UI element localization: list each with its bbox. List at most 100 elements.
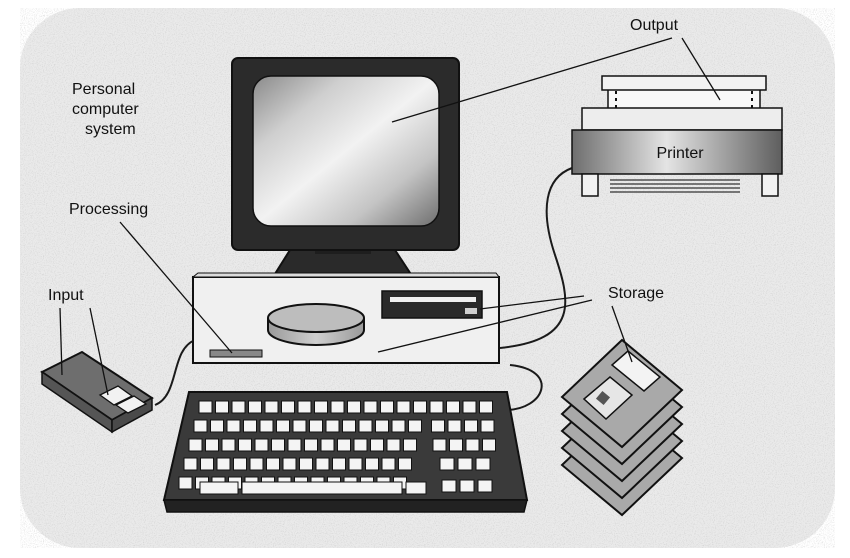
- keyboard-key: [216, 457, 231, 471]
- keyboard-key: [325, 419, 340, 433]
- keyboard-key: [198, 400, 213, 414]
- keyboard-key: [363, 400, 378, 414]
- system-unit: [191, 272, 500, 364]
- keyboard-key: [480, 419, 495, 433]
- printer-foot-right: [761, 173, 779, 197]
- keyboard-key: [449, 438, 463, 452]
- keyboard-key: [459, 479, 475, 493]
- keyboard-key: [330, 400, 345, 414]
- keyboard-key: [337, 438, 351, 452]
- keyboard-key: [271, 438, 285, 452]
- keyboard-key: [200, 457, 214, 471]
- storage-leader-disk: [377, 299, 593, 353]
- keyboard-key: [441, 479, 457, 493]
- keyboard-key: [482, 438, 496, 452]
- keyboard-key: [226, 419, 241, 433]
- keyboard-key: [439, 457, 455, 471]
- hard-disk-platters-icon: [267, 303, 365, 346]
- keyboard-key: [233, 457, 247, 471]
- cables: [154, 167, 573, 411]
- keyboard-key: [386, 438, 401, 452]
- keyboard-key: [464, 419, 478, 433]
- printer-top: [581, 107, 783, 131]
- keyboard-key: [249, 457, 264, 471]
- keyboard-key: [432, 438, 447, 452]
- keyboard-key: [210, 419, 224, 433]
- floppy-hub: [595, 390, 611, 406]
- keyboard-key: [429, 400, 444, 414]
- keyboard-key: [475, 457, 491, 471]
- keyboard-key: [413, 400, 427, 414]
- keyboard-key: [381, 457, 396, 471]
- keyboard-key: [320, 438, 335, 452]
- keyboard-key: [309, 419, 323, 433]
- keyboard-key: [238, 438, 252, 452]
- keyboard-key: [243, 419, 257, 433]
- keyboard-key: [365, 457, 379, 471]
- output-label: Output: [630, 17, 679, 34]
- keyboard-key: [348, 457, 363, 471]
- keyboard-key: [282, 457, 297, 471]
- keyboard-key: [431, 419, 445, 433]
- mouse-button-left: [98, 385, 134, 406]
- floppy-drive: [381, 290, 483, 319]
- input-leader-a: [59, 307, 63, 376]
- mouse: [40, 350, 154, 434]
- printer-foot-left: [581, 173, 599, 197]
- output-leader-monitor: [391, 37, 673, 123]
- keyboard-key: [396, 400, 411, 414]
- monitor: [231, 57, 460, 286]
- mouse-cable: [154, 339, 196, 406]
- monitor-screen: [252, 75, 440, 227]
- keyboard-key: [183, 457, 198, 471]
- printer: [571, 75, 783, 197]
- keyboard-key: [353, 438, 368, 452]
- keyboard-key: [266, 457, 280, 471]
- storage-leader-floppy: [611, 305, 633, 363]
- keyboard-key: [241, 481, 403, 495]
- processing-label: Processing: [69, 201, 148, 218]
- storage-leader-drive: [479, 295, 585, 310]
- keyboard-key: [215, 400, 229, 414]
- printer-cable: [499, 167, 573, 349]
- output-leader-printer: [681, 37, 721, 101]
- keyboard-key: [248, 400, 262, 414]
- keyboard-key: [178, 476, 193, 490]
- keyboard-key: [188, 438, 203, 452]
- floppy-shutter: [610, 350, 662, 392]
- mouse-button-right: [114, 395, 148, 414]
- keyboard-key: [221, 438, 236, 452]
- printer-icon: [571, 129, 783, 175]
- system-label-line3: system: [85, 121, 136, 138]
- system-label-line2: computer: [72, 101, 139, 118]
- printer-label: Printer: [656, 145, 704, 162]
- printer-vent: [610, 179, 740, 193]
- keyboard-key: [408, 419, 422, 433]
- keyboard-key: [457, 457, 473, 471]
- keyboard-key: [332, 457, 346, 471]
- keyboard-key: [231, 400, 246, 414]
- keyboard-key: [405, 481, 427, 495]
- input-leader-b: [89, 307, 109, 396]
- leader-lines: [59, 37, 721, 396]
- keyboard-key: [276, 419, 290, 433]
- keyboard-key: [315, 457, 330, 471]
- keyboard-key: [347, 400, 361, 414]
- keyboard-key: [465, 438, 480, 452]
- keyboard-key: [314, 400, 328, 414]
- keyboard-key: [479, 400, 493, 414]
- keyboard-key: [264, 400, 279, 414]
- keyboard-key: [380, 400, 394, 414]
- keyboard-key: [281, 400, 295, 414]
- processing-slot: [209, 349, 263, 358]
- keyboard-key: [193, 419, 208, 433]
- keyboard-key: [254, 438, 269, 452]
- keyboard-key: [259, 419, 274, 433]
- input-label: Input: [48, 287, 84, 304]
- keyboard-key: [447, 419, 462, 433]
- keyboard-key: [299, 457, 313, 471]
- keyboard: [162, 391, 529, 513]
- keyboard-key: [342, 419, 356, 433]
- keyboard-key: [403, 438, 417, 452]
